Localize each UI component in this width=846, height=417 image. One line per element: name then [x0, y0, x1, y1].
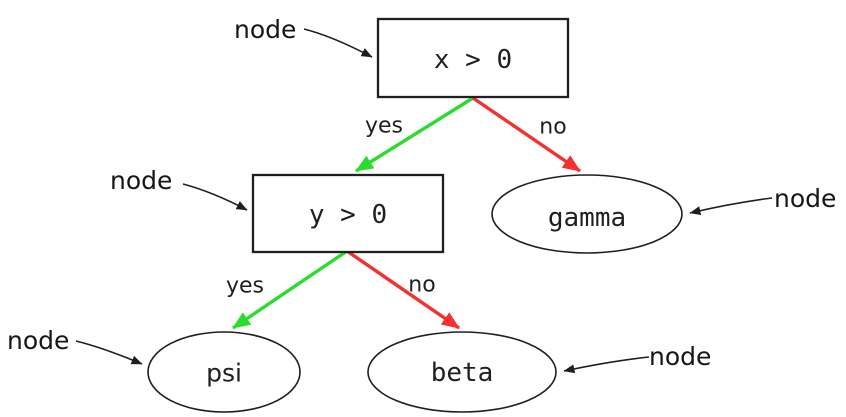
- annotation-second: node: [110, 166, 248, 211]
- edge-root-no: [472, 96, 581, 173]
- annotation-label: node: [649, 342, 711, 371]
- edge-label-second-no: no: [408, 273, 435, 298]
- edge-label-root-yes: yes: [365, 114, 403, 139]
- annotation-label: node: [774, 184, 836, 213]
- node-gamma-ellipse: [491, 174, 683, 254]
- annotation-arrow: [182, 183, 248, 211]
- edge-second-no: [346, 249, 460, 330]
- annotation-root: node: [234, 15, 373, 58]
- node-second-label: y > 0: [309, 200, 387, 230]
- edge-root-yes: [355, 96, 474, 173]
- annotation-arrow: [563, 356, 650, 374]
- node-beta-ellipse: [367, 331, 557, 413]
- tree-edges: [232, 96, 581, 330]
- annotations: node node node node node: [7, 15, 836, 374]
- annotation-psi: node: [7, 326, 143, 365]
- annotation-gamma: node: [689, 184, 836, 216]
- node-psi-label: psi: [206, 359, 242, 388]
- node-beta-label: beta: [431, 358, 494, 388]
- edge-label-root-no: no: [539, 115, 566, 140]
- annotation-arrow: [75, 340, 143, 365]
- node-root-label: x > 0: [434, 45, 512, 75]
- edge-second-yes: [232, 249, 348, 330]
- annotation-arrow: [303, 28, 373, 58]
- annotation-beta: node: [563, 342, 711, 374]
- branch-labels: yes no yes no: [226, 114, 567, 299]
- node-gamma-label: gamma: [548, 203, 626, 233]
- annotation-label: node: [7, 326, 69, 355]
- node-second-box: [251, 173, 445, 254]
- annotation-label: node: [234, 15, 296, 44]
- node-psi-ellipse: [147, 331, 301, 413]
- node-root-box: [376, 17, 570, 99]
- annotation-arrow: [689, 197, 773, 216]
- annotation-label: node: [110, 166, 172, 195]
- tree-nodes: x > 0 y > 0 gamma psi beta: [147, 17, 683, 413]
- edge-label-second-yes: yes: [226, 274, 264, 299]
